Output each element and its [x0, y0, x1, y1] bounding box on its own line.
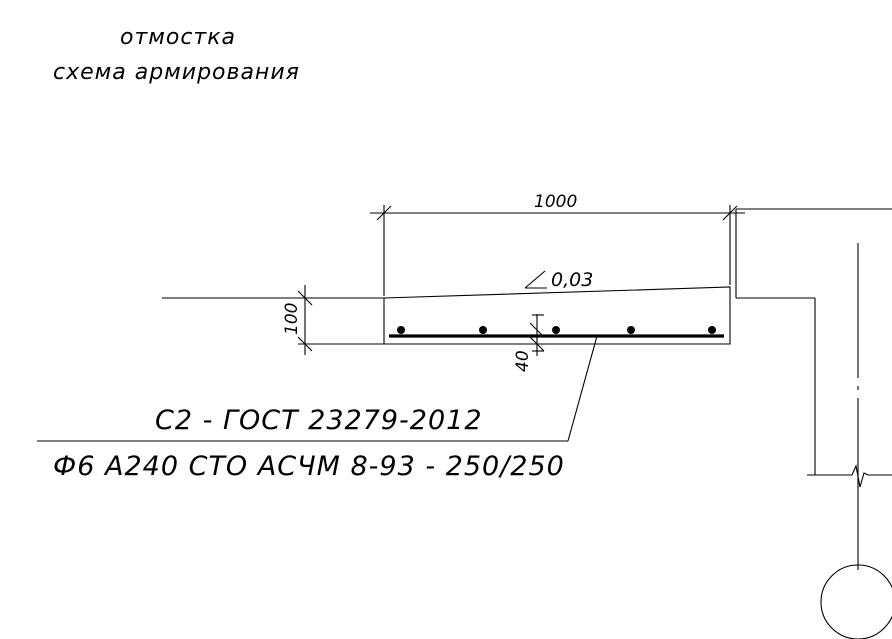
axis-marker-circle [820, 564, 892, 639]
rebar-dot [479, 326, 487, 334]
rebar-dot [708, 326, 716, 334]
drawing-subtitle: схема армирования [53, 60, 300, 85]
rebar-dot [627, 326, 635, 334]
thickness-dimension [297, 285, 384, 355]
thickness-dimension-text: 100 [282, 303, 302, 335]
cover-dimension [529, 314, 545, 356]
slope-icon [524, 270, 547, 289]
rebar-dot [552, 326, 560, 334]
building-wall-outline [735, 208, 892, 488]
width-dimension [370, 205, 745, 296]
rebar-dot [397, 326, 405, 334]
callout-rebar-text: Ф6 А240 СТО АСЧМ 8-93 - 250/250 [53, 451, 565, 482]
concrete-slab-outline [383, 286, 731, 345]
width-dimension-text: 1000 [534, 192, 577, 212]
slope-text: 0,03 [551, 269, 593, 291]
drawing-title: отмостка [120, 25, 236, 50]
callout-leader [37, 335, 598, 442]
cover-dimension-text: 40 [513, 350, 533, 372]
callout-mesh-text: С2 - ГОСТ 23279-2012 [155, 405, 483, 436]
rebar-dots [397, 326, 716, 334]
